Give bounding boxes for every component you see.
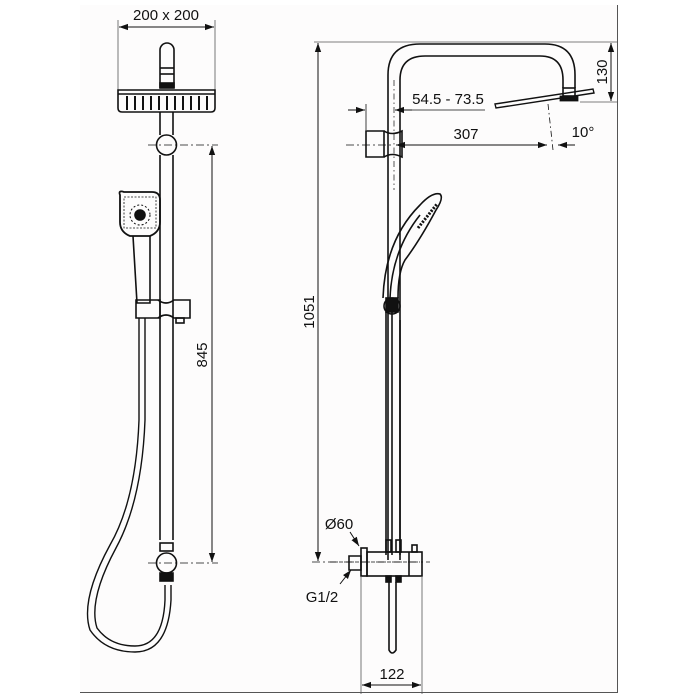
shower-hose (86, 318, 172, 653)
shower-arm (387, 43, 579, 560)
riser-rail (155, 112, 178, 540)
bracket-offset-dimension (348, 104, 485, 130)
overhead-shower-head (117, 89, 216, 113)
valve-depth-dimension (360, 576, 423, 694)
side-view (312, 41, 618, 694)
escutcheon-diameter-label: Ø60 (325, 516, 353, 533)
hand-shower-front (118, 190, 161, 304)
thermostatic-valve (330, 539, 430, 654)
overhead-head-side (494, 88, 595, 151)
front-view (86, 20, 218, 653)
head-size-label: 200 x 200 (133, 7, 199, 24)
total-height-dimension (312, 41, 618, 563)
total-height-label: 1051 (301, 295, 318, 328)
hand-shower-side (382, 192, 443, 555)
callout-leaders (339, 531, 360, 585)
bracket-offset-label: 54.5 - 73.5 (412, 91, 484, 108)
wall-bracket (365, 129, 403, 159)
rail-height-label: 845 (194, 342, 211, 367)
head-tilt-label: 10° (572, 124, 595, 141)
hose-outlet-connector (155, 542, 178, 582)
shower-head-connector (159, 42, 175, 89)
arm-projection-label: 307 (453, 126, 478, 143)
rail-height-dimension (148, 144, 218, 564)
head-width-dimension (117, 20, 216, 95)
valve-depth-label: 122 (379, 666, 404, 683)
head-drop-label: 130 (594, 59, 611, 84)
head-drop-dimension (580, 43, 618, 103)
inlet-thread-label: G1/2 (306, 589, 339, 606)
slider-bracket (135, 299, 191, 324)
